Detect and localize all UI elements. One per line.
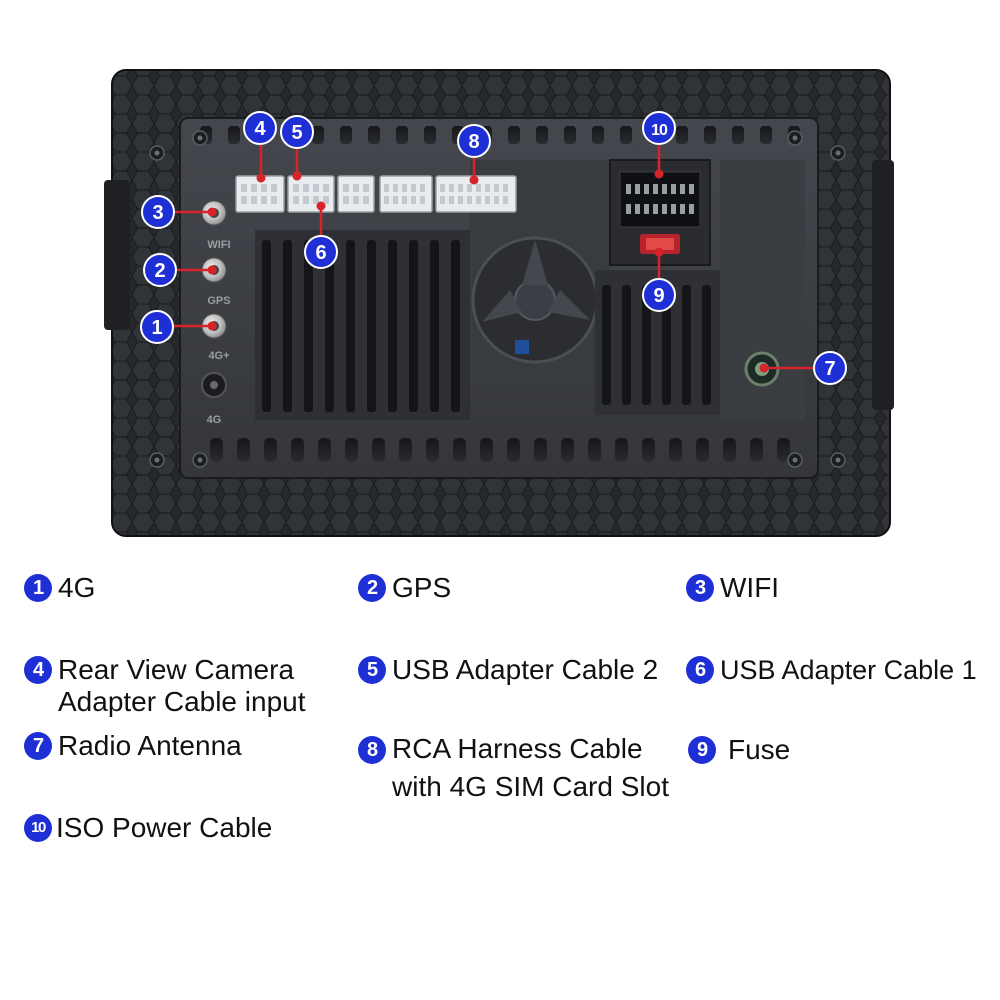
left-ear	[104, 180, 130, 330]
legend-badge-2: 2	[358, 574, 386, 602]
leader-dot-2	[207, 265, 217, 275]
legend-text-7-line-1: Radio Antenna	[58, 730, 242, 761]
leader-dot-1	[207, 321, 217, 331]
leader-dot-7	[759, 363, 769, 373]
port-label-3: 4G	[207, 414, 222, 426]
fuse	[640, 234, 680, 254]
legend-text-4-line-1: Rear View Camera	[58, 654, 295, 685]
head-unit-rear-panel: WIFI GPS 4G+ 4G 1 2 3 4 5 6 7 8 9 10	[104, 69, 894, 537]
leader-lines	[171, 142, 814, 373]
legend-item-1: 1 4G	[24, 572, 95, 604]
callout-badge-1	[140, 310, 174, 344]
callout-badge-4	[243, 111, 277, 145]
callout-badge-8	[457, 124, 491, 158]
legend-item-8: 8 RCA Harness Cable with 4G SIM Card Slo…	[358, 733, 669, 806]
legend-badge-4: 4	[24, 656, 52, 684]
legend-badge-5: 5	[358, 656, 386, 684]
legend-item-3: 3 WIFI	[686, 572, 779, 604]
legend-item-10: 10 ISO Power Cable	[24, 812, 272, 844]
right-ribs	[602, 285, 711, 405]
callout-badges: 1 2 3 4 5 6 7 8 9 10	[140, 111, 847, 385]
callout-badge-7	[813, 351, 847, 385]
callout-badge-6	[304, 235, 338, 269]
callout-badge-9	[642, 278, 676, 312]
4g-plug	[201, 372, 227, 398]
legend-badge-8: 8	[358, 736, 386, 764]
callout-number-7: 7	[824, 358, 835, 380]
legend-item-2: 2 GPS	[358, 572, 451, 604]
heatsink-ribs	[262, 240, 460, 412]
callout-badge-2	[143, 253, 177, 287]
callout-number-1: 1	[151, 317, 162, 339]
legend-item-7: 7 Radio Antenna	[24, 730, 242, 762]
legend-text-9-line-1: Fuse	[728, 734, 791, 765]
legend-text-2-line-1: GPS	[392, 572, 452, 603]
legend-badge-3: 3	[686, 574, 714, 602]
legend-text-10-line-1: ISO Power Cable	[56, 812, 273, 843]
legend-text-5-line-1: USB Adapter Cable 2	[392, 654, 659, 685]
leader-dot-5	[292, 171, 302, 181]
legend-item-9: 9 Fuse	[688, 734, 790, 766]
legend-item-4: 4 Rear View Camera Adapter Cable input	[24, 654, 306, 718]
callout-number-4: 4	[254, 118, 266, 140]
legend-badge-7: 7	[24, 732, 52, 760]
legend-badge-1: 1	[24, 574, 52, 602]
legend-text-6-line-1: USB Adapter Cable 1	[720, 655, 977, 685]
callout-number-8: 8	[468, 131, 479, 153]
legend-text-8-line-1: RCA Harness Cable	[392, 733, 643, 764]
leader-dot-8	[469, 175, 479, 185]
callout-badge-10	[642, 111, 676, 145]
callout-number-5: 5	[291, 122, 302, 144]
screws	[149, 130, 846, 468]
legend-item-6: 6 USB Adapter Cable 1	[686, 654, 977, 686]
port-labels: WIFI GPS 4G+ 4G	[207, 239, 231, 426]
leader-dot-9	[654, 247, 664, 257]
legend-text-1-line-1: 4G	[58, 572, 96, 603]
leader-dot-6	[316, 201, 326, 211]
callout-number-3: 3	[152, 202, 163, 224]
legend-badge-9: 9	[688, 736, 716, 764]
legend-text-3-line-1: WIFI	[720, 572, 780, 603]
right-ear	[872, 160, 894, 410]
rca-harness-connector	[379, 175, 517, 213]
small-connectors	[235, 175, 375, 213]
leader-dot-4	[256, 173, 266, 183]
callout-number-10: 10	[651, 122, 668, 139]
callout-number-2: 2	[154, 260, 165, 282]
legend-badge-6: 6	[686, 656, 714, 684]
legend-text-4-line-2: Adapter Cable input	[58, 686, 306, 717]
leader-dot-3	[207, 207, 217, 217]
callout-badge-3	[141, 195, 175, 229]
callout-number-6: 6	[315, 242, 326, 264]
port-label-2: 4G+	[208, 350, 229, 362]
legend-text-8-line-2: with 4G SIM Card Slot	[392, 771, 669, 802]
legend-item-5: 5 USB Adapter Cable 2	[358, 654, 658, 686]
callout-badge-5	[280, 115, 314, 149]
bottom-vents	[210, 438, 790, 462]
port-label-1: GPS	[207, 295, 230, 307]
callout-number-9: 9	[653, 285, 664, 307]
port-label-0: WIFI	[207, 239, 230, 251]
legend-badge-10: 10	[24, 814, 52, 842]
leader-dot-10	[654, 169, 664, 179]
